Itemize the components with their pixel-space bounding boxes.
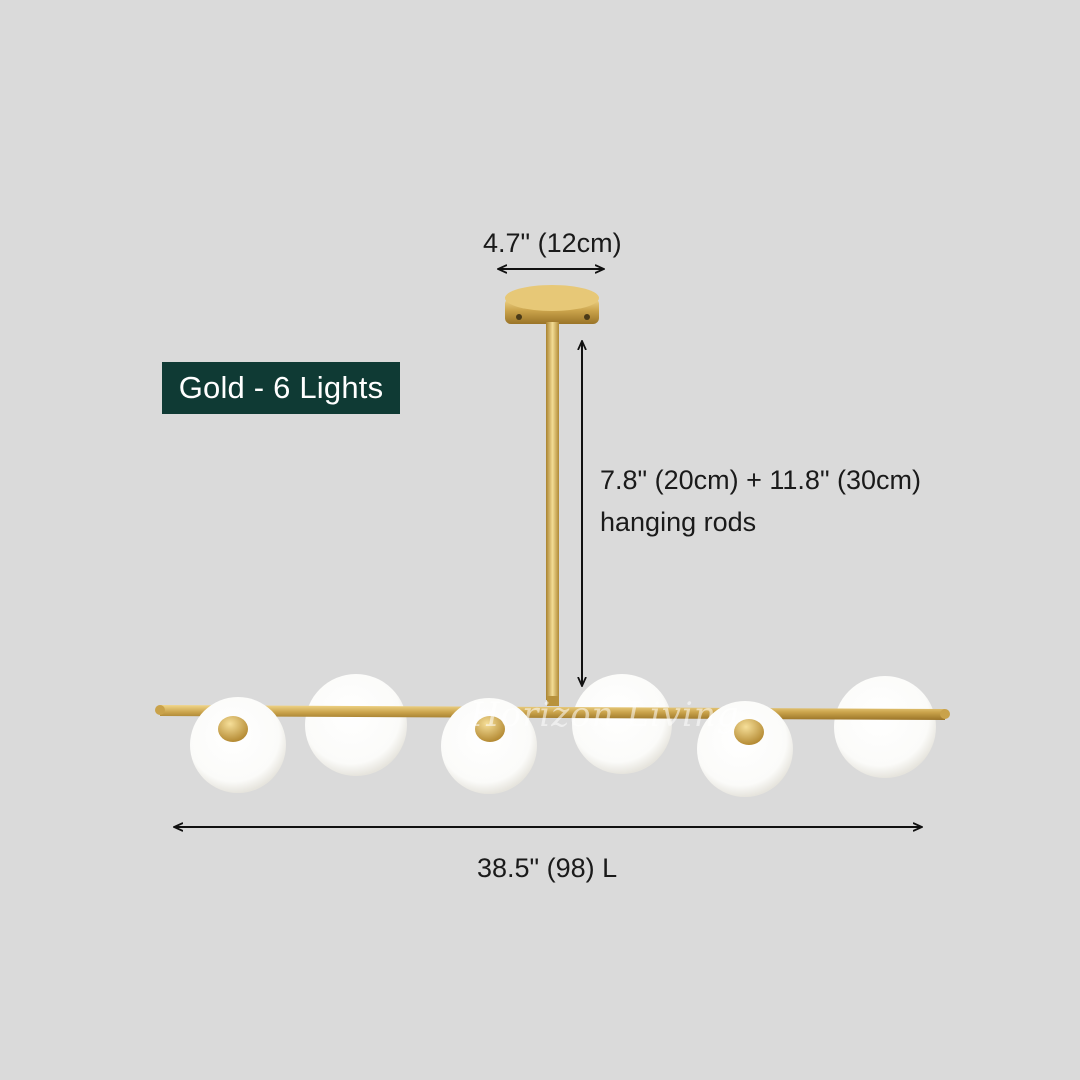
globe-light [697,701,793,797]
globe-cup [475,716,505,742]
globe-back-group [305,674,936,778]
globe-cup [734,719,764,745]
globe-light [834,676,936,778]
globe-light [305,674,407,776]
globe-cup [218,716,248,742]
ceiling-canopy [505,285,599,324]
brand-watermark: Horizon Living [470,695,740,735]
variant-badge: Gold - 6 Lights [162,362,400,414]
rod-length-label: 7.8" (20cm) + 11.8" (30cm) [600,465,922,495]
globe-light [572,674,672,774]
overall-length-label: 38.5" (98) L [477,853,618,883]
hanging-rod [546,322,559,700]
globe-light [441,698,537,794]
globe-front-group [190,697,793,797]
globe-light [190,697,286,793]
rod-caption-label: hanging rods [600,507,757,537]
canopy-width-label: 4.7" (12cm) [483,228,622,258]
